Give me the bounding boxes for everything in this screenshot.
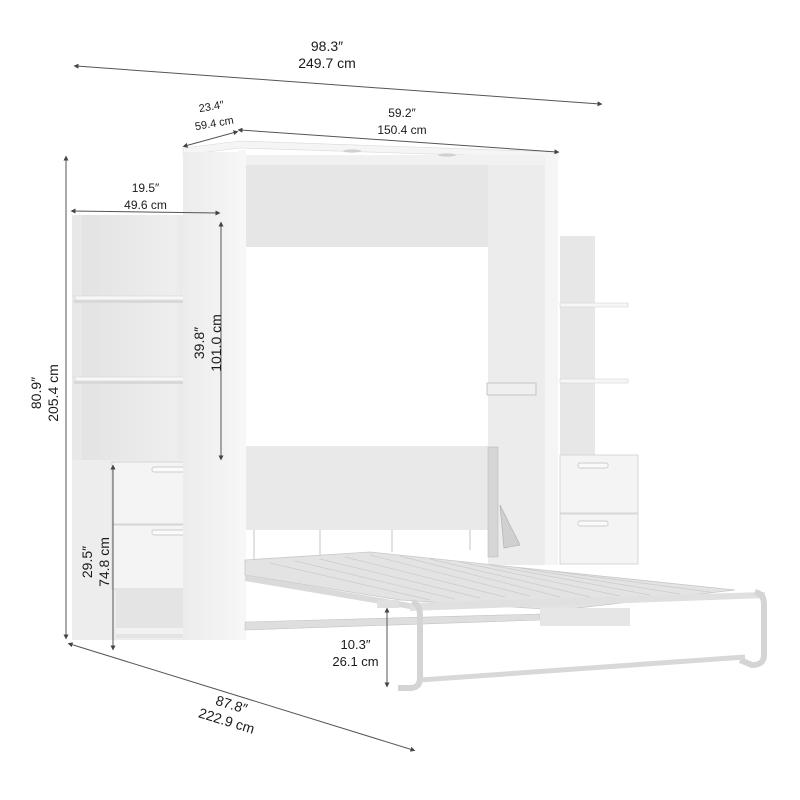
drawer-height-cm: 74.8 cm (96, 537, 112, 587)
shelf-height-label: 39.8″ 101.0 cm (191, 298, 225, 388)
bed-clearance-inches: 10.3″ (340, 637, 371, 652)
bed-cabinet-width-inches: 59.2″ (388, 106, 416, 120)
bed-cabinet-width-label: 59.2″ 150.4 cm (362, 105, 442, 139)
overall-height-inches: 80.9″ (28, 376, 44, 410)
bed-clearance-cm: 26.1 cm (332, 654, 379, 669)
drawer-height-label: 29.5″ 74.8 cm (79, 522, 113, 602)
depth-line (182, 130, 239, 148)
tower-width-cm: 49.6 cm (124, 198, 167, 212)
shelf-height-inches: 39.8″ (191, 326, 207, 360)
overall-width-inches: 98.3″ (310, 38, 344, 54)
overall-height-label: 80.9″ 205.4 cm (28, 343, 62, 443)
drawer-height-inches: 29.5″ (79, 545, 95, 579)
overall-width-label: 98.3″ 249.7 cm (282, 38, 372, 72)
tower-width-label: 19.5″ 49.6 cm (108, 180, 183, 214)
dimension-lines (63, 63, 603, 752)
right-storage-tower (559, 236, 639, 565)
tower-width-line (70, 208, 221, 216)
bed-cabinet-width-cm: 150.4 cm (377, 123, 427, 137)
bed-clearance-label: 10.3″ 26.1 cm (318, 636, 393, 670)
bed-cabinet (182, 140, 559, 640)
overall-width-line (73, 63, 603, 107)
overall-depth-line (67, 642, 416, 752)
overall-width-cm: 249.7 cm (298, 55, 356, 71)
bed-frame (244, 530, 767, 691)
shelf-height-cm: 101.0 cm (208, 314, 224, 372)
tower-width-inches: 19.5″ (131, 181, 160, 195)
overall-height-cm: 205.4 cm (45, 364, 61, 422)
bed-cabinet-width-line (237, 127, 560, 155)
